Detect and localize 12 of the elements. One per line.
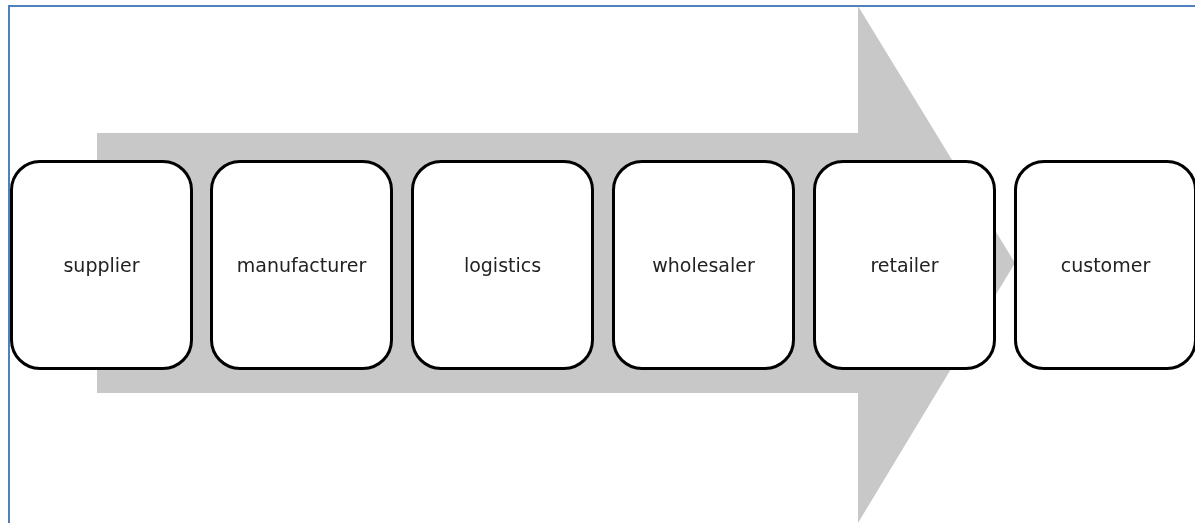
- node-label: customer: [1060, 254, 1151, 276]
- process-box: [1014, 160, 1195, 370]
- node-label: wholesaler: [652, 254, 755, 276]
- process-box: [411, 160, 594, 370]
- process-box: [612, 160, 795, 370]
- node-label: logistics: [463, 254, 542, 276]
- process-box: [813, 160, 996, 370]
- node-label: manufacturer: [236, 254, 367, 276]
- process-box: [210, 160, 393, 370]
- node-label: supplier: [63, 254, 140, 276]
- node-label: retailer: [870, 254, 939, 276]
- process-box: [10, 160, 193, 370]
